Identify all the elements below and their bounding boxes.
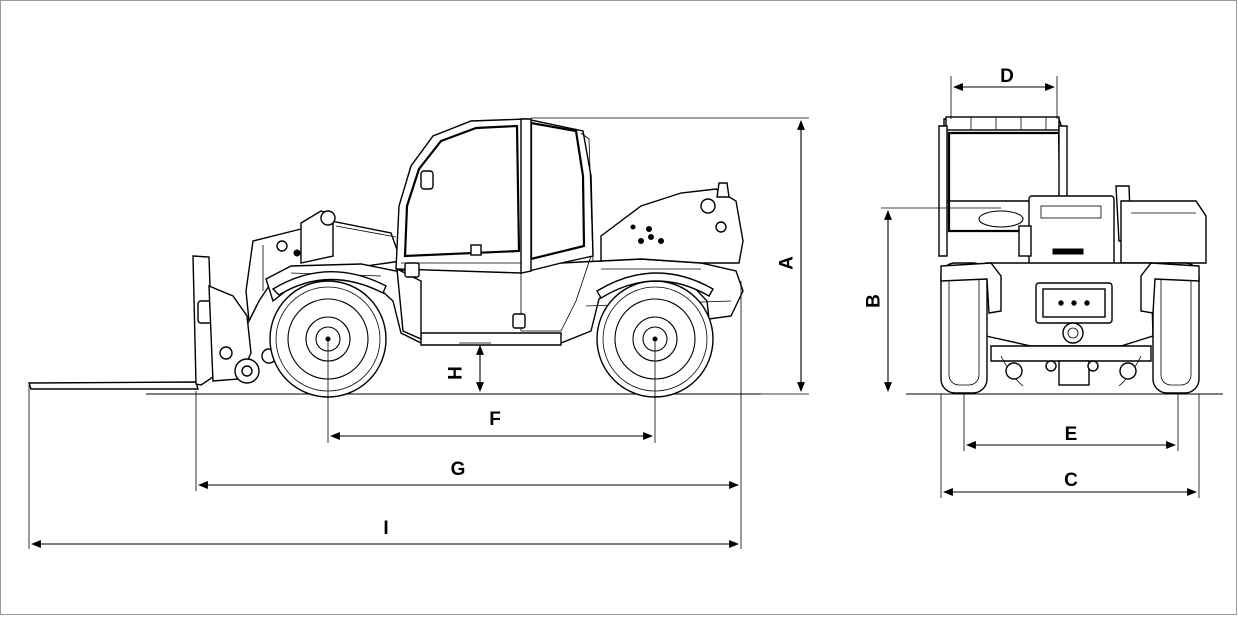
rear-extension-lines xyxy=(881,76,1200,498)
dim-label-e: E xyxy=(1065,424,1078,445)
front-fender xyxy=(271,271,387,296)
rear-fender xyxy=(596,272,714,299)
dim-label-h: H xyxy=(446,366,467,380)
engine-cover xyxy=(600,182,744,264)
dim-label-c: C xyxy=(1064,470,1078,491)
rear-left-wheel xyxy=(940,262,1002,394)
rear-right-wheel xyxy=(1140,262,1200,394)
rear-cab xyxy=(938,116,1068,257)
dim-label-g: G xyxy=(451,459,466,480)
cab xyxy=(395,118,594,341)
rear-engine xyxy=(1018,185,1207,277)
dim-label-i: I xyxy=(383,518,388,539)
rear-dimension-lines xyxy=(884,83,1197,496)
dim-label-b: B xyxy=(864,294,885,308)
side-extension-lines xyxy=(28,117,809,549)
side-view: A H F G I xyxy=(28,117,809,549)
dim-label-a: A xyxy=(777,256,798,270)
fork-carriage xyxy=(28,255,277,390)
rear-body xyxy=(985,262,1154,387)
rear-view: D B E C xyxy=(864,66,1223,498)
side-dimension-lines xyxy=(31,120,805,548)
dim-label-d: D xyxy=(1000,66,1014,87)
dim-label-f: F xyxy=(489,409,501,430)
